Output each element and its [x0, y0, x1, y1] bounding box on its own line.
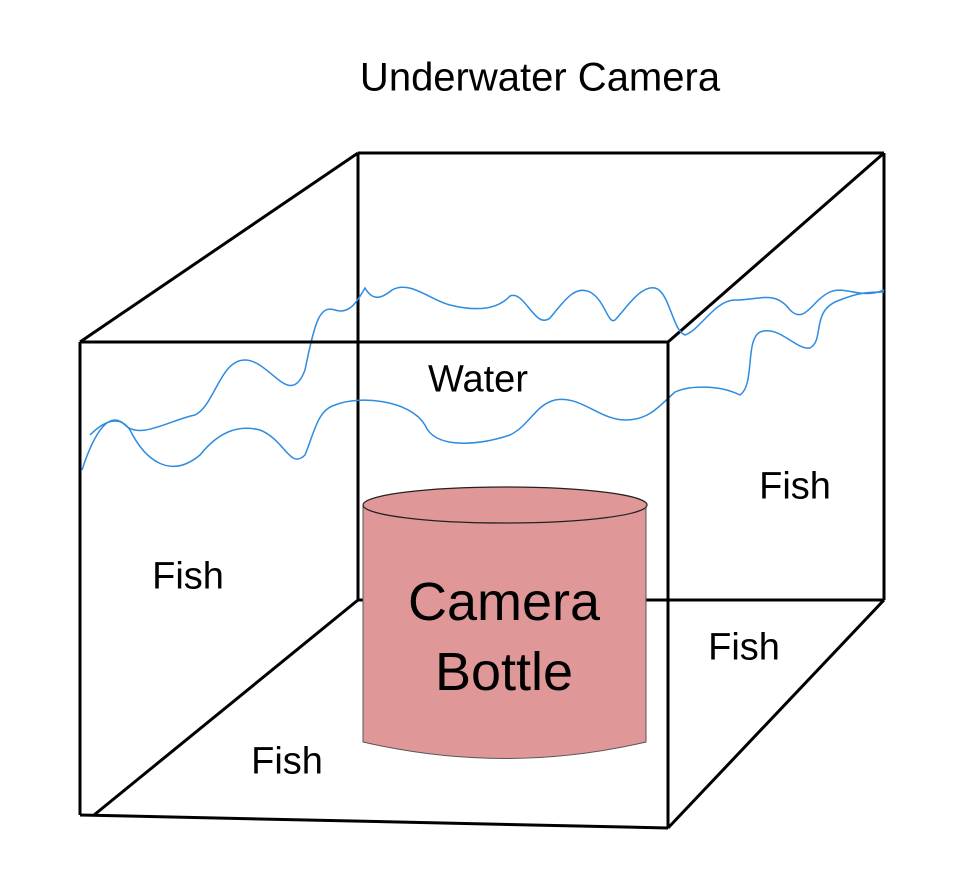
- bottle-label-line1: Camera: [407, 572, 601, 632]
- fish-label-left: Fish: [152, 555, 224, 598]
- diagram-title: Underwater Camera: [359, 55, 721, 100]
- top-right-depth-edge: [667, 151, 885, 344]
- front-face: [78, 340, 670, 830]
- bottom-right-depth-edge: [666, 598, 886, 830]
- fish-label-right-wall: Fish: [759, 465, 831, 508]
- fish-label-floor: Fish: [251, 740, 323, 783]
- camera-bottle-shape: [362, 486, 648, 759]
- front-bottom-edge: [79, 813, 669, 830]
- bottle-top: [362, 486, 648, 524]
- top-left-depth-edge: [79, 151, 359, 344]
- bottom-left-depth-edge: [93, 598, 359, 817]
- bottle-body: [362, 504, 647, 759]
- camera-bottle-label: Camera Bottle: [408, 567, 600, 707]
- water-line-lower: [89, 291, 885, 467]
- water-label: Water: [428, 358, 528, 401]
- bottle-label-line2: Bottle: [434, 642, 574, 702]
- water-surface: [81, 286, 885, 471]
- water-line-upper: [81, 286, 885, 471]
- fish-label-right-floor: Fish: [708, 626, 780, 669]
